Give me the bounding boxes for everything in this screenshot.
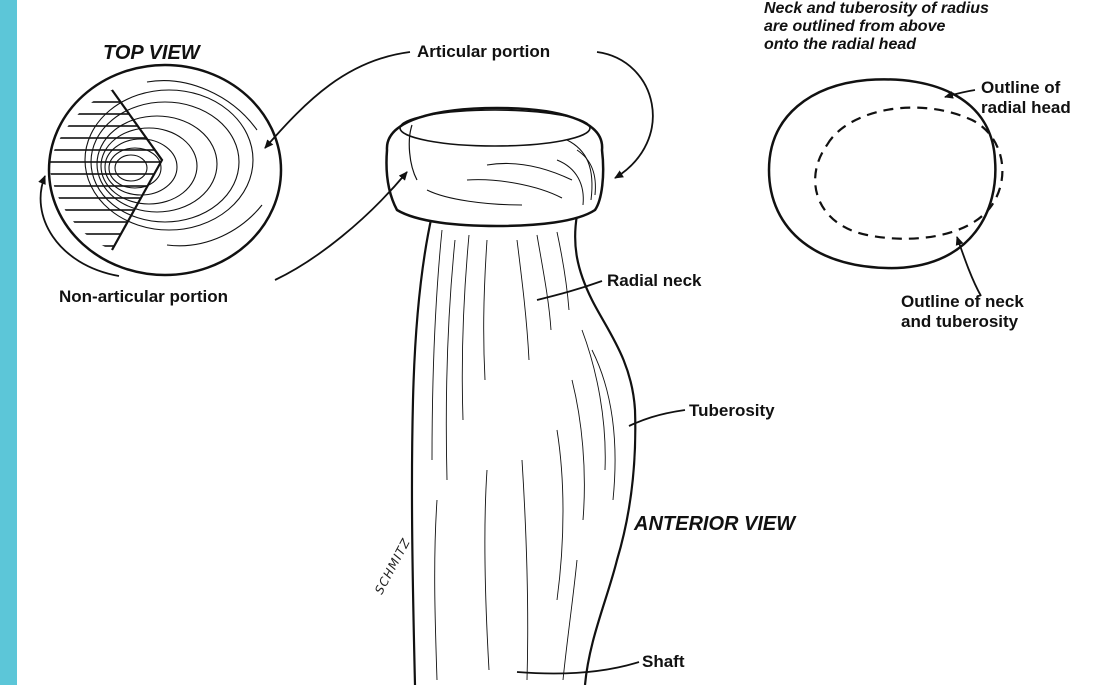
note-line-2: are outlined from above bbox=[764, 18, 945, 36]
radial-head-outline-icon bbox=[769, 79, 1002, 268]
anterior-view-title: ANTERIOR VIEW bbox=[634, 513, 795, 535]
outline-radial-head-label-2: radial head bbox=[981, 98, 1071, 118]
radius-anterior-view-icon bbox=[386, 108, 635, 685]
accent-bar bbox=[0, 0, 17, 685]
outline-radial-head-label-1: Outline of bbox=[981, 78, 1060, 98]
note-line-1: Neck and tuberosity of radius bbox=[764, 0, 989, 18]
shaft-label: Shaft bbox=[642, 652, 685, 672]
diagram-frame: TOP VIEW Articular portion Non-articular… bbox=[17, 0, 1099, 685]
note-line-3: onto the radial head bbox=[764, 36, 916, 54]
non-articular-portion-label: Non-articular portion bbox=[59, 287, 228, 307]
top-view-title: TOP VIEW bbox=[103, 42, 200, 64]
radial-neck-label: Radial neck bbox=[607, 271, 702, 291]
radial-head-top-view-icon bbox=[49, 65, 281, 275]
outline-neck-label-1: Outline of neck bbox=[901, 292, 1024, 312]
tuberosity-label: Tuberosity bbox=[689, 401, 775, 421]
outline-neck-label-2: and tuberosity bbox=[901, 312, 1018, 332]
articular-portion-label: Articular portion bbox=[417, 42, 550, 62]
